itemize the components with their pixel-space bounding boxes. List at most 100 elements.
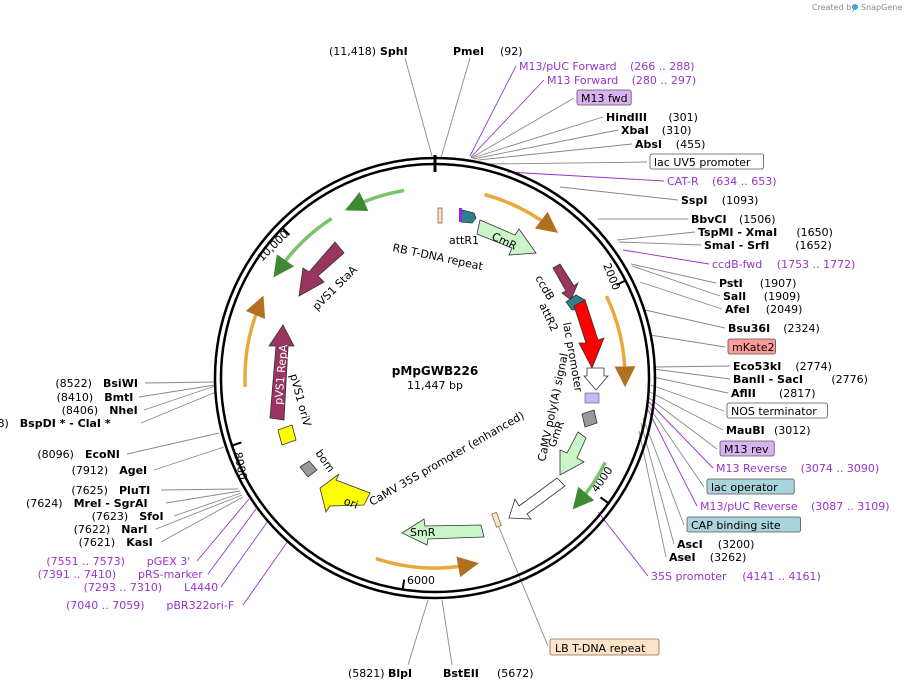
- site-pos: (1506): [739, 213, 776, 226]
- site-label-bmti[interactable]: BmtI (8410): [57, 391, 134, 404]
- site-label-asei[interactable]: AseI(3262): [669, 551, 746, 564]
- left-labels: BsiWI(8522)BmtI (8410)NheI(8406)BspDI * -…: [0, 377, 234, 612]
- feature-attR1[interactable]: attR1: [449, 209, 479, 247]
- feature-GmR[interactable]: GmR: [546, 419, 587, 476]
- feature-ori[interactable]: ori: [319, 473, 371, 513]
- site-name: AseI: [669, 551, 696, 564]
- leader-bmti: [138, 384, 216, 398]
- site-label-bsteii[interactable]: BstEII (5672): [443, 667, 534, 680]
- primer-label-l4440[interactable]: L4440(7293 .. 7310): [84, 581, 219, 594]
- feature-box-nos-terminator[interactable]: NOS terminator: [726, 402, 828, 419]
- site-label-sphi[interactable]: (11,418) SphI: [329, 45, 408, 58]
- site-name: BmtI: [104, 391, 133, 404]
- site-label-asci[interactable]: AscI(3200): [677, 538, 754, 551]
- primer-label-pbr322ori-f[interactable]: pBR322ori-F(7040 .. 7059): [66, 599, 234, 612]
- site-pos: (1909): [764, 290, 801, 303]
- site-label-bbvci[interactable]: BbvCI(1506): [691, 213, 776, 226]
- primer-label-m13-puc-reverse[interactable]: M13/pUC Reverse(3087 .. 3109): [700, 500, 890, 513]
- site-label-blpi[interactable]: (5821) BlpI: [348, 667, 412, 680]
- feature-bom[interactable]: bom: [299, 447, 337, 478]
- lb-tdna-box[interactable]: LB T-DNA repeat: [549, 638, 660, 656]
- site-label-nhei[interactable]: NheI(8406): [62, 404, 138, 417]
- primer-pos: (4141 .. 4161): [742, 570, 821, 583]
- site-pos: (5672): [497, 667, 534, 680]
- primer-label-35s-promoter[interactable]: 35S promoter(4141 .. 4161): [651, 570, 821, 583]
- site-label-tspmi-xmai[interactable]: TspMI - XmaI(1650): [698, 226, 833, 239]
- orf-arc-cmr: [484, 192, 559, 233]
- site-label-hindiii[interactable]: HindIII(301): [606, 111, 698, 124]
- site-label-bsu36i[interactable]: Bsu36I(2324): [728, 322, 820, 335]
- site-label-pmei[interactable]: PmeI (92): [453, 45, 523, 58]
- site-label-banii-saci[interactable]: BanII - SacI(2776): [733, 373, 868, 386]
- feature-pVS1-RepA[interactable]: pVS1 RepA: [268, 324, 295, 421]
- leader-l4440: [220, 520, 269, 588]
- leader-cap-binding-site: [642, 417, 685, 526]
- site-label-maubi[interactable]: MauBI(3012): [726, 424, 811, 437]
- feature-mKate2[interactable]: [573, 299, 605, 369]
- leader-eco53ki: [652, 365, 731, 368]
- site-label-eco53ki[interactable]: Eco53kI(2774): [733, 360, 832, 373]
- site-label-bspdi-clai[interactable]: BspDI * - ClaI *(8328): [0, 417, 111, 430]
- primer-label-m13-puc-forward[interactable]: M13/pUC Forward(266 .. 288): [519, 60, 695, 73]
- feature-box-m13-rev[interactable]: M13 rev: [719, 440, 775, 457]
- site-label-econi[interactable]: EcoNI(8096): [37, 448, 119, 461]
- site-pos: (5821): [348, 667, 385, 680]
- site-label-sfoi[interactable]: SfoI(7623): [92, 510, 164, 523]
- feature-box-cap-binding-site[interactable]: CAP binding site: [686, 516, 801, 533]
- site-label-sspi[interactable]: SspI(1093): [681, 194, 758, 207]
- site-name: SphI: [380, 45, 408, 58]
- feature-pVS1-StaA[interactable]: pVS1 StaA: [298, 241, 360, 313]
- CaMV-35S-label: CaMV 35S promoter (enhanced): [367, 409, 527, 509]
- site-name: AfeI: [725, 303, 750, 316]
- site-pos: (2049): [766, 303, 803, 316]
- primer-label-ccdb-fwd[interactable]: ccdB-fwd(1753 .. 1772): [712, 258, 855, 271]
- site-label-mrei-sgrai[interactable]: MreI - SgrAI(7624): [26, 497, 148, 510]
- site-label-psti[interactable]: PstI(1907): [719, 277, 796, 290]
- leader-sphi: [404, 57, 433, 157]
- CaMV-polyA-box: [581, 409, 598, 428]
- site-pos: (2324): [783, 322, 820, 335]
- feature-SmR[interactable]: SmR: [401, 518, 485, 546]
- site-label-afei[interactable]: AfeI (2049): [725, 303, 802, 316]
- primer-name: M13 Forward: [547, 74, 618, 87]
- feature-box-label: lac operator: [711, 481, 778, 494]
- site-label-pluti[interactable]: PluTI(7625): [71, 484, 150, 497]
- site-label-bsiwi[interactable]: BsiWI(8522): [55, 377, 138, 390]
- feature-box-m13-fwd[interactable]: M13 fwd: [576, 89, 632, 106]
- leader-pluti: [160, 488, 239, 491]
- primer-label-pgex-3[interactable]: pGEX 3'(7551 .. 7573): [46, 555, 190, 568]
- tick-mark: [599, 496, 610, 504]
- site-pos: (1650): [796, 226, 833, 239]
- tick-mark: [401, 579, 406, 590]
- feature-box-bg: [686, 516, 801, 533]
- feature-box-mkate2[interactable]: mKate2: [727, 338, 776, 355]
- RB-mark: [437, 207, 443, 224]
- leader-aflii: [652, 376, 729, 394]
- primer-label-m13-forward[interactable]: M13 Forward(280 .. 297): [547, 74, 696, 87]
- site-name: BstEII: [443, 667, 479, 680]
- site-pos: (8410): [57, 391, 94, 404]
- feature-box-lac-uv5-promoter[interactable]: lac UV5 promoter: [649, 153, 764, 170]
- feature-CaMV-35S[interactable]: CaMV 35S promoter (enhanced): [367, 409, 566, 520]
- leader-m13-forward: [470, 79, 545, 158]
- site-label-kasi[interactable]: KasI(7621): [79, 536, 153, 549]
- site-label-sali[interactable]: SalI(1909): [723, 290, 800, 303]
- leader-ccdb-fwd: [622, 249, 710, 265]
- primer-label-prs-marker[interactable]: pRS-marker(7391 .. 7410): [38, 568, 204, 581]
- site-label-smai-srfi[interactable]: SmaI - SrfI(1652): [704, 239, 832, 252]
- site-label-absi[interactable]: AbsI(455): [635, 138, 705, 151]
- site-name: AflII: [731, 387, 756, 400]
- feature-ccdB[interactable]: ccdB: [532, 263, 579, 303]
- site-label-xbai[interactable]: XbaI(310): [621, 124, 691, 137]
- orf-arc-smr: [375, 556, 479, 578]
- site-label-agei[interactable]: AgeI(7912): [72, 464, 148, 477]
- site-label-nari[interactable]: NarI(7622): [74, 523, 148, 536]
- site-label-aflii[interactable]: AflII(2817): [731, 387, 816, 400]
- leader-kasi: [160, 496, 244, 543]
- feature-CmR[interactable]: CmR: [476, 219, 537, 256]
- primer-label-cat-r[interactable]: CAT-R(634 .. 653): [667, 175, 777, 188]
- primer-label-m13-reverse[interactable]: M13 Reverse(3074 .. 3090): [716, 462, 879, 475]
- tick-label: 8000: [231, 451, 250, 481]
- tick-label: 2000: [600, 261, 623, 292]
- feature-box-lac-operator[interactable]: lac operator: [706, 478, 795, 495]
